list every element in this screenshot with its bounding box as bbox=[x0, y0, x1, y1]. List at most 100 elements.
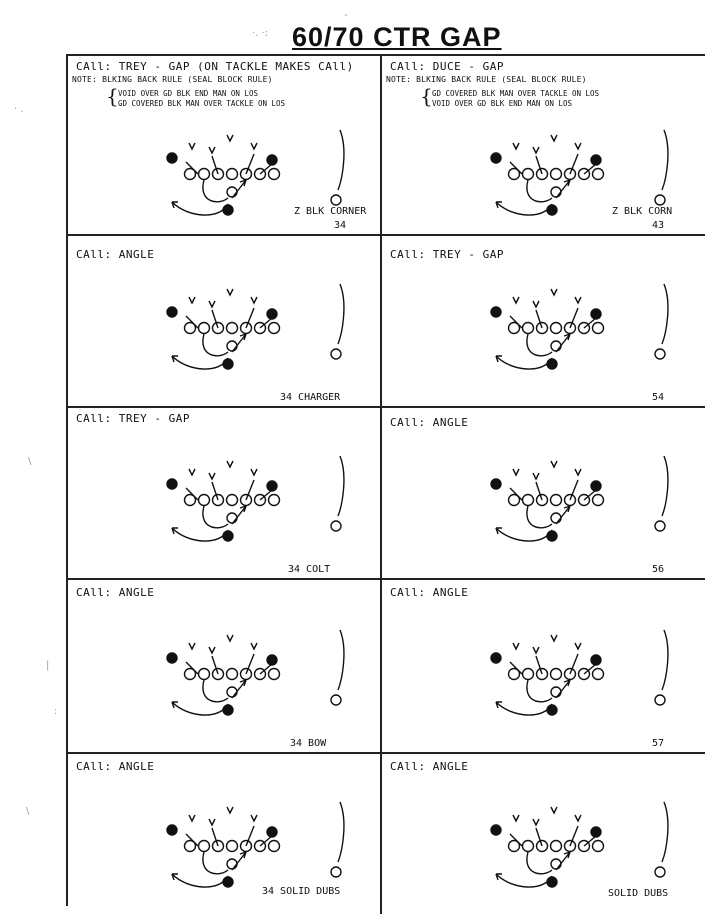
offensive-lineman-icon bbox=[183, 321, 197, 335]
block-arrow-icon bbox=[509, 653, 597, 675]
defender-icon bbox=[266, 308, 278, 320]
running-back-icon bbox=[546, 704, 558, 716]
play-row: CAll: TREY - GAP 34 COLT CAll: ANGLE 56 bbox=[68, 408, 705, 580]
formation-label: 34 BOW bbox=[290, 738, 327, 749]
call-label: CAll: TREY - GAP bbox=[390, 248, 504, 261]
offensive-lineman-icon bbox=[507, 839, 521, 853]
offensive-lineman-icon bbox=[549, 167, 563, 181]
defender-icon bbox=[188, 468, 196, 477]
offensive-lineman-icon bbox=[549, 321, 563, 335]
defender-icon bbox=[166, 478, 178, 490]
running-back-icon bbox=[546, 204, 558, 216]
quarterback-icon bbox=[226, 186, 238, 198]
arrowhead-icon bbox=[495, 355, 502, 363]
pull-route-icon bbox=[202, 679, 229, 703]
offensive-lineman-icon bbox=[591, 321, 605, 335]
block-arrow-icon bbox=[509, 825, 597, 847]
defender-icon bbox=[574, 468, 582, 477]
page-title: 60/70 CTR GAP bbox=[292, 22, 502, 52]
offensive-lineman-icon bbox=[521, 667, 535, 681]
defender-icon bbox=[208, 146, 216, 155]
diagram-number: 34 bbox=[334, 220, 347, 231]
defender-icon bbox=[550, 460, 558, 469]
play-panel: CAll: ANGLE 34 BOW bbox=[68, 580, 382, 752]
running-back-icon bbox=[546, 530, 558, 542]
defender-icon bbox=[512, 468, 520, 477]
ball-path-icon bbox=[171, 873, 229, 888]
play-panel: CAll: ANGLE 34 CHARGER bbox=[68, 236, 382, 406]
offensive-lineman-icon bbox=[591, 167, 605, 181]
defender-icon bbox=[590, 826, 602, 838]
play-panel: CAll: ANGLE 34 SOLID DUBS bbox=[68, 754, 382, 914]
call-label: CAll: TREY - GAP (ON TACKLE MAKES CAll) bbox=[76, 60, 354, 73]
arrowhead-icon bbox=[495, 201, 502, 209]
call-label: CAll: ANGLE bbox=[76, 760, 155, 773]
offensive-lineman-icon bbox=[267, 167, 281, 181]
scan-mark: : bbox=[54, 706, 58, 717]
block-arrow-icon bbox=[185, 153, 273, 175]
defender-icon bbox=[188, 296, 196, 305]
play-drawing bbox=[490, 455, 669, 542]
call-label: CAll: ANGLE bbox=[390, 416, 469, 429]
formation-label: 34 COLT bbox=[288, 564, 331, 575]
offensive-lineman-icon bbox=[521, 839, 535, 853]
defender-icon bbox=[590, 480, 602, 492]
receiver-route-icon bbox=[337, 129, 345, 191]
defender-icon bbox=[574, 296, 582, 305]
offensive-lineman-icon bbox=[591, 667, 605, 681]
play-drawing bbox=[166, 455, 345, 542]
offensive-lineman-icon bbox=[183, 493, 197, 507]
play-drawing bbox=[490, 629, 669, 716]
scan-mark: | bbox=[46, 660, 50, 671]
offensive-lineman-icon bbox=[591, 493, 605, 507]
running-back-icon bbox=[222, 204, 234, 216]
call-label: CAll: TREY - GAP bbox=[76, 412, 190, 425]
block-arrow-icon bbox=[509, 307, 597, 329]
offensive-lineman-icon bbox=[267, 667, 281, 681]
defender-icon bbox=[266, 480, 278, 492]
running-back-icon bbox=[222, 876, 234, 888]
play-row: CAll: ANGLE 34 CHARGER CAll: TREY - GAP … bbox=[68, 236, 705, 408]
play-diagram bbox=[166, 283, 345, 370]
receiver-icon bbox=[654, 520, 666, 532]
defender-icon bbox=[226, 288, 234, 297]
receiver-icon bbox=[330, 348, 342, 360]
pull-route-icon bbox=[526, 679, 553, 703]
scan-mark: - bbox=[344, 10, 348, 21]
receiver-icon bbox=[330, 194, 342, 206]
offensive-lineman-icon bbox=[225, 321, 239, 335]
arrowhead-icon bbox=[171, 873, 178, 881]
formation-label: 34 SOLID DUBS bbox=[262, 886, 341, 897]
defender-icon bbox=[166, 652, 178, 664]
defender-icon bbox=[490, 152, 502, 164]
defender-icon bbox=[490, 824, 502, 836]
offensive-lineman-icon bbox=[183, 839, 197, 853]
ball-path-icon bbox=[171, 201, 229, 216]
offensive-lineman-icon bbox=[197, 839, 211, 853]
offensive-lineman-icon bbox=[267, 839, 281, 853]
note-item: GD COVERED BLK MAN OVER TACKLE ON LOS bbox=[432, 89, 600, 98]
defender-icon bbox=[250, 142, 258, 151]
running-back-icon bbox=[546, 358, 558, 370]
quarterback-icon bbox=[550, 512, 562, 524]
quarterback-icon bbox=[550, 186, 562, 198]
play-drawing bbox=[166, 283, 345, 370]
play-diagram bbox=[166, 629, 345, 716]
pull-route-icon bbox=[202, 505, 229, 529]
scan-mark: · . bbox=[14, 104, 24, 115]
receiver-icon bbox=[330, 520, 342, 532]
defender-icon bbox=[166, 152, 178, 164]
offensive-lineman-icon bbox=[225, 839, 239, 853]
arrowhead-icon bbox=[555, 679, 571, 699]
play-diagram bbox=[490, 629, 669, 716]
play-row: CAll: ANGLE 34 SOLID DUBS CAll: ANGLE SO… bbox=[68, 754, 705, 914]
running-back-icon bbox=[222, 358, 234, 370]
offensive-lineman-icon bbox=[267, 321, 281, 335]
note-item: GD COVERED BLK MAN OVER TACKLE ON LOS bbox=[118, 99, 286, 108]
defender-icon bbox=[532, 300, 540, 309]
call-label: CAll: DUCE - GAP bbox=[390, 60, 504, 73]
offensive-lineman-icon bbox=[549, 839, 563, 853]
offensive-lineman-icon bbox=[591, 839, 605, 853]
defender-icon bbox=[532, 646, 540, 655]
receiver-route-icon bbox=[661, 801, 669, 863]
